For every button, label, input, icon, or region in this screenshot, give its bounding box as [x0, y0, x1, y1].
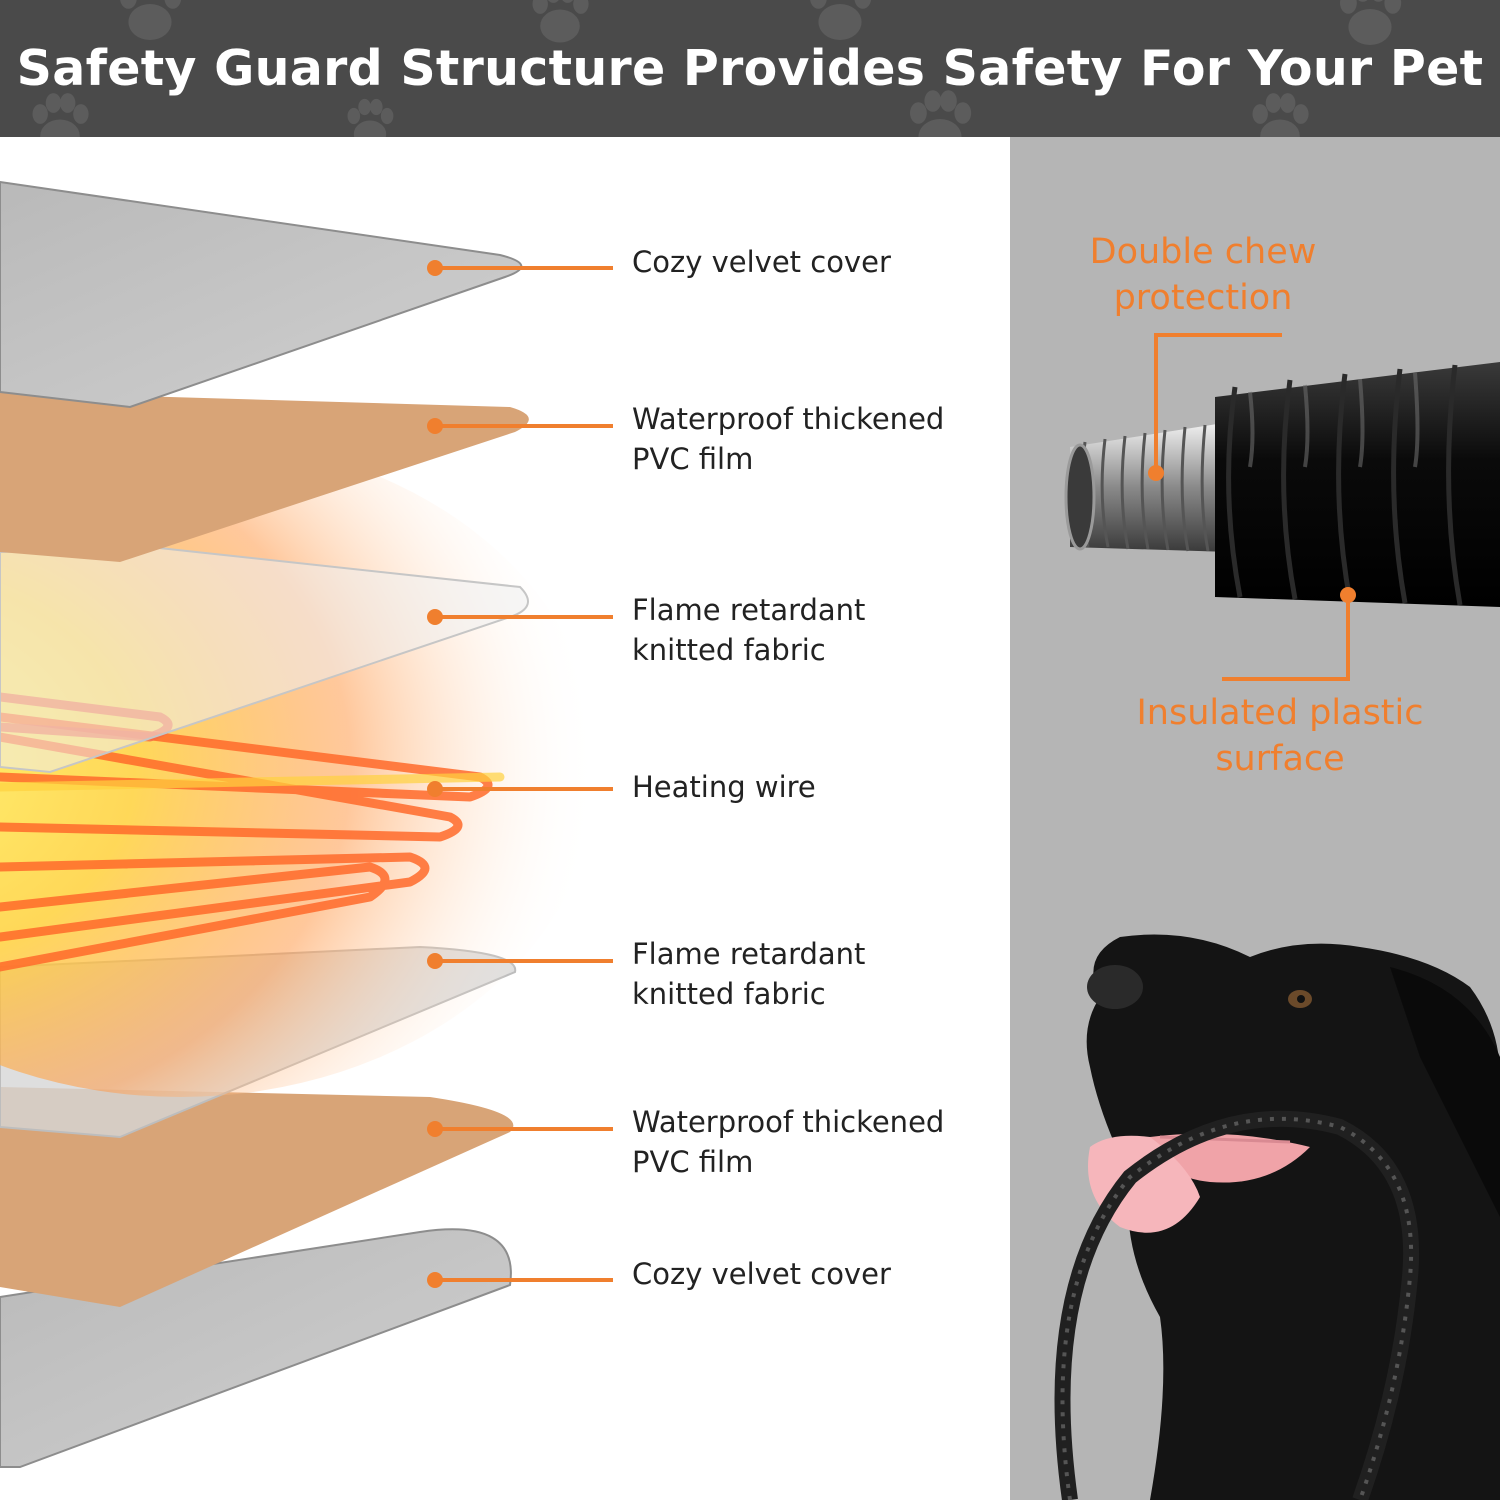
layer-label: Waterproof thickened PVC film [632, 399, 944, 479]
pvc-film-layer [0, 392, 529, 562]
callout-line: surface [1215, 739, 1345, 779]
layer-label-line: knitted fabric [632, 633, 826, 667]
leader-dot [427, 1121, 443, 1137]
callout-leaders [1154, 333, 1350, 681]
layer-label-line: Cozy velvet cover [632, 1257, 891, 1291]
layer-label-line: Cozy velvet cover [632, 245, 891, 279]
hose-icon [1064, 362, 1500, 607]
layer-label: Waterproof thickened PVC film [632, 1102, 944, 1182]
layer-label-line: Flame retardant [632, 593, 866, 627]
leader-dot [427, 609, 443, 625]
layer-label: Flame retardant knitted fabric [632, 934, 865, 1014]
layer-label-line: Waterproof thickened [632, 1105, 945, 1139]
callout-line: Double chew [1089, 232, 1317, 272]
callout-line: Insulated plastic [1136, 693, 1424, 733]
callout-double-chew: Double chew protection [1068, 229, 1338, 321]
layer-diagram: Cozy velvet cover Waterproof thickened P… [0, 137, 1010, 1500]
layer-label: Cozy velvet cover [632, 1254, 891, 1294]
callout-line: protection [1113, 278, 1293, 318]
layer-label: Cozy velvet cover [632, 242, 891, 282]
layer-label-line: PVC film [632, 442, 754, 476]
velvet-cover-layer [0, 180, 523, 409]
chew-protection-panel: Double chew protection Insulated plastic… [1010, 137, 1500, 1500]
layer-label-line: PVC film [632, 1145, 754, 1179]
dog-icon [1054, 934, 1500, 1500]
hose-illustration [1054, 333, 1500, 1500]
fabric-layer [0, 545, 529, 774]
callout-dot [1340, 587, 1356, 603]
header-banner: Safety Guard Structure Provides Safety F… [0, 0, 1500, 137]
callout-dot [1148, 465, 1164, 481]
callout-insulated: Insulated plastic surface [1110, 690, 1450, 782]
layer-stack-illustration [0, 180, 613, 1468]
leader-dot [427, 953, 443, 969]
leader-dot [427, 1272, 443, 1288]
leader-dot [427, 781, 443, 797]
leader-dot [427, 260, 443, 276]
layer-label-line: Flame retardant [632, 937, 866, 971]
pvc-film-layer [0, 1087, 514, 1307]
page-title: Safety Guard Structure Provides Safety F… [16, 40, 1484, 97]
layer-label-line: knitted fabric [632, 977, 826, 1011]
layer-label: Flame retardant knitted fabric [632, 590, 865, 670]
leader-dot [427, 418, 443, 434]
layer-label-line: Heating wire [632, 770, 816, 804]
layer-label: Heating wire [632, 767, 816, 807]
layer-label-line: Waterproof thickened [632, 402, 945, 436]
